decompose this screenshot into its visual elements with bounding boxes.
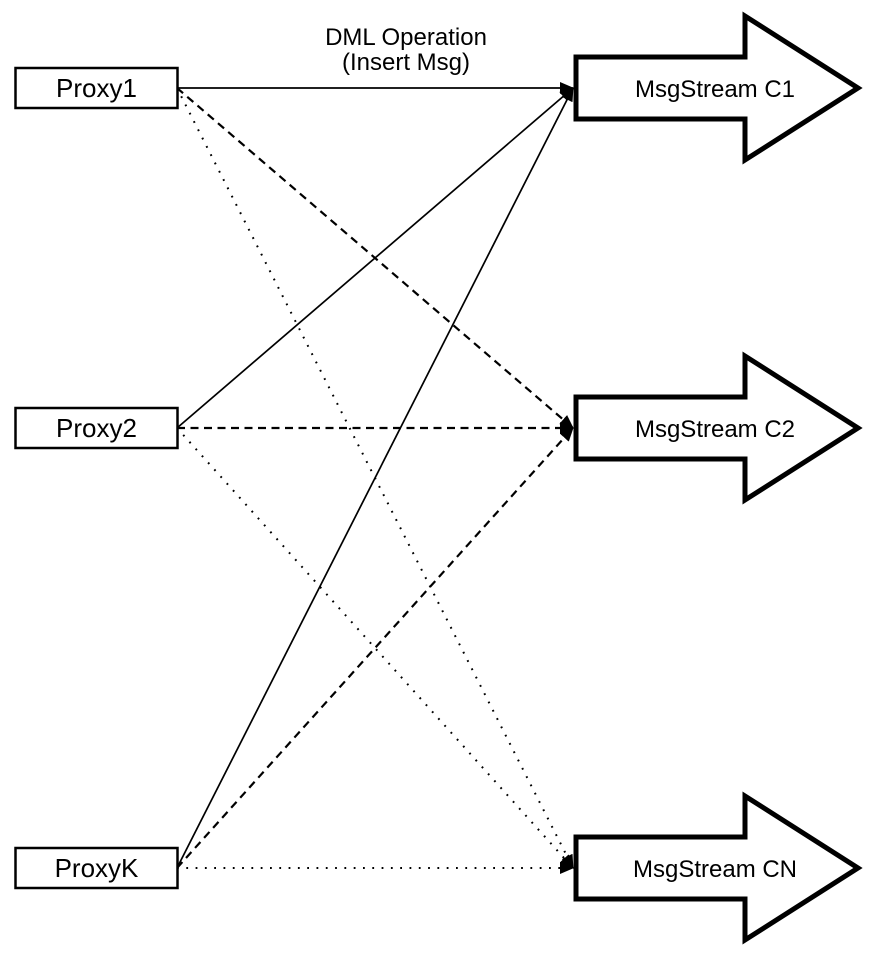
edge-proxy2-c1	[176, 87, 574, 429]
proxy-node-proxy2: Proxy2	[14, 406, 179, 450]
stream-label-c2: MsgStream C2	[635, 416, 795, 443]
proxy-label-proxyk: ProxyK	[55, 853, 139, 883]
edge-proxyk-c2	[176, 427, 574, 869]
edges-layer	[176, 82, 574, 874]
proxy-box-proxyk	[14, 846, 179, 890]
stream-label-cn: MsgStream CN	[633, 856, 797, 883]
proxy-label-proxy2: Proxy2	[56, 413, 137, 443]
proxy-box-proxy2	[14, 406, 179, 450]
diagram-title: DML Operation (Insert Msg)	[325, 24, 487, 76]
proxy-label-proxy1: Proxy1	[56, 73, 137, 103]
big-arrow-shape-cn	[573, 791, 863, 945]
proxy-box-proxy1	[14, 66, 179, 110]
title-line1: DML Operation	[325, 24, 487, 51]
edge-proxy2-cn	[176, 427, 574, 869]
stream-arrow-c2: MsgStream C2	[573, 351, 863, 505]
title-line2: (Insert Msg)	[342, 49, 470, 76]
stream-label-c1: MsgStream C1	[635, 76, 795, 103]
big-arrow-shape-c1	[573, 11, 863, 165]
edge-proxyk-c1	[176, 87, 574, 869]
stream-arrow-c1: MsgStream C1	[573, 11, 863, 165]
big-arrow-shape-c2	[573, 351, 863, 505]
stream-arrow-cn: MsgStream CN	[573, 791, 863, 945]
proxy-node-proxyk: ProxyK	[14, 846, 179, 890]
proxy-node-proxy1: Proxy1	[14, 66, 179, 110]
